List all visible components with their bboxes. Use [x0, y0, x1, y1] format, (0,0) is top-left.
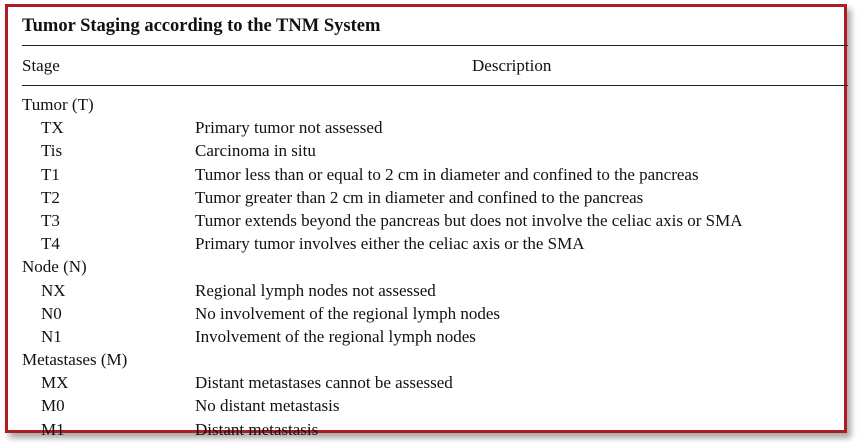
description-cell: No involvement of the regional lymph nod… — [195, 303, 500, 323]
table-row: M0 No distant metastasis — [22, 394, 848, 417]
stage-cell: Tis — [41, 141, 63, 161]
description-cell: Regional lymph nodes not assessed — [195, 280, 436, 300]
stage-cell: T2 — [41, 187, 60, 207]
table-row: T2 Tumor greater than 2 cm in diameter a… — [22, 186, 848, 209]
stage-cell: T3 — [41, 210, 60, 230]
header-description: Description — [472, 56, 552, 75]
stage-cell: M0 — [41, 396, 65, 416]
stage-cell: M1 — [41, 419, 65, 439]
group-row: Node (N) — [22, 255, 848, 278]
table-row: MX Distant metastases cannot be assessed — [22, 371, 848, 394]
table-row: T4 Primary tumor involves either the cel… — [22, 232, 848, 255]
stage-cell: MX — [41, 373, 69, 393]
description-cell: Distant metastasis — [195, 419, 319, 439]
description-cell: Tumor extends beyond the pancreas but do… — [195, 210, 743, 230]
description-cell: Tumor less than or equal to 2 cm in diam… — [195, 164, 699, 184]
table-row: T1 Tumor less than or equal to 2 cm in d… — [22, 163, 848, 186]
description-cell: Carcinoma in situ — [195, 141, 316, 161]
description-cell: Tumor greater than 2 cm in diameter and … — [195, 187, 644, 207]
group-row: Tumor (T) — [22, 93, 848, 116]
table-body: Tumor (T) TX Primary tumor not assessed … — [22, 93, 848, 441]
description-cell: Involvement of the regional lymph nodes — [195, 326, 476, 346]
stage-cell: T4 — [41, 234, 60, 254]
group-row: Metastases (M) — [22, 348, 848, 371]
table-title: Tumor Staging according to the TNM Syste… — [22, 16, 381, 36]
table-frame: Tumor Staging according to the TNM Syste… — [5, 4, 848, 439]
header-stage: Stage — [22, 56, 60, 75]
group-label: Metastases (M) — [22, 350, 128, 370]
table-row: N0 No involvement of the regional lymph … — [22, 302, 848, 325]
description-cell: No distant metastasis — [195, 396, 340, 416]
stage-cell: TX — [41, 118, 64, 138]
stage-cell: N1 — [41, 326, 62, 346]
description-cell: Primary tumor not assessed — [195, 118, 383, 138]
table-row: NX Regional lymph nodes not assessed — [22, 279, 848, 302]
title-rule — [22, 45, 848, 46]
description-cell: Primary tumor involves either the celiac… — [195, 234, 585, 254]
group-label: Tumor (T) — [22, 95, 94, 114]
table-row: T3 Tumor extends beyond the pancreas but… — [22, 209, 848, 232]
group-label: Node (N) — [22, 257, 87, 277]
stage-cell: NX — [41, 280, 66, 300]
table-row: N1 Involvement of the regional lymph nod… — [22, 325, 848, 348]
table-row: Tis Carcinoma in situ — [22, 139, 848, 162]
stage-cell: N0 — [41, 303, 62, 323]
table-row: M1 Distant metastasis — [22, 418, 848, 441]
description-cell: Distant metastases cannot be assessed — [195, 373, 453, 393]
stage-cell: T1 — [41, 164, 60, 184]
header-rule — [22, 85, 848, 86]
table-row: TX Primary tumor not assessed — [22, 116, 848, 139]
